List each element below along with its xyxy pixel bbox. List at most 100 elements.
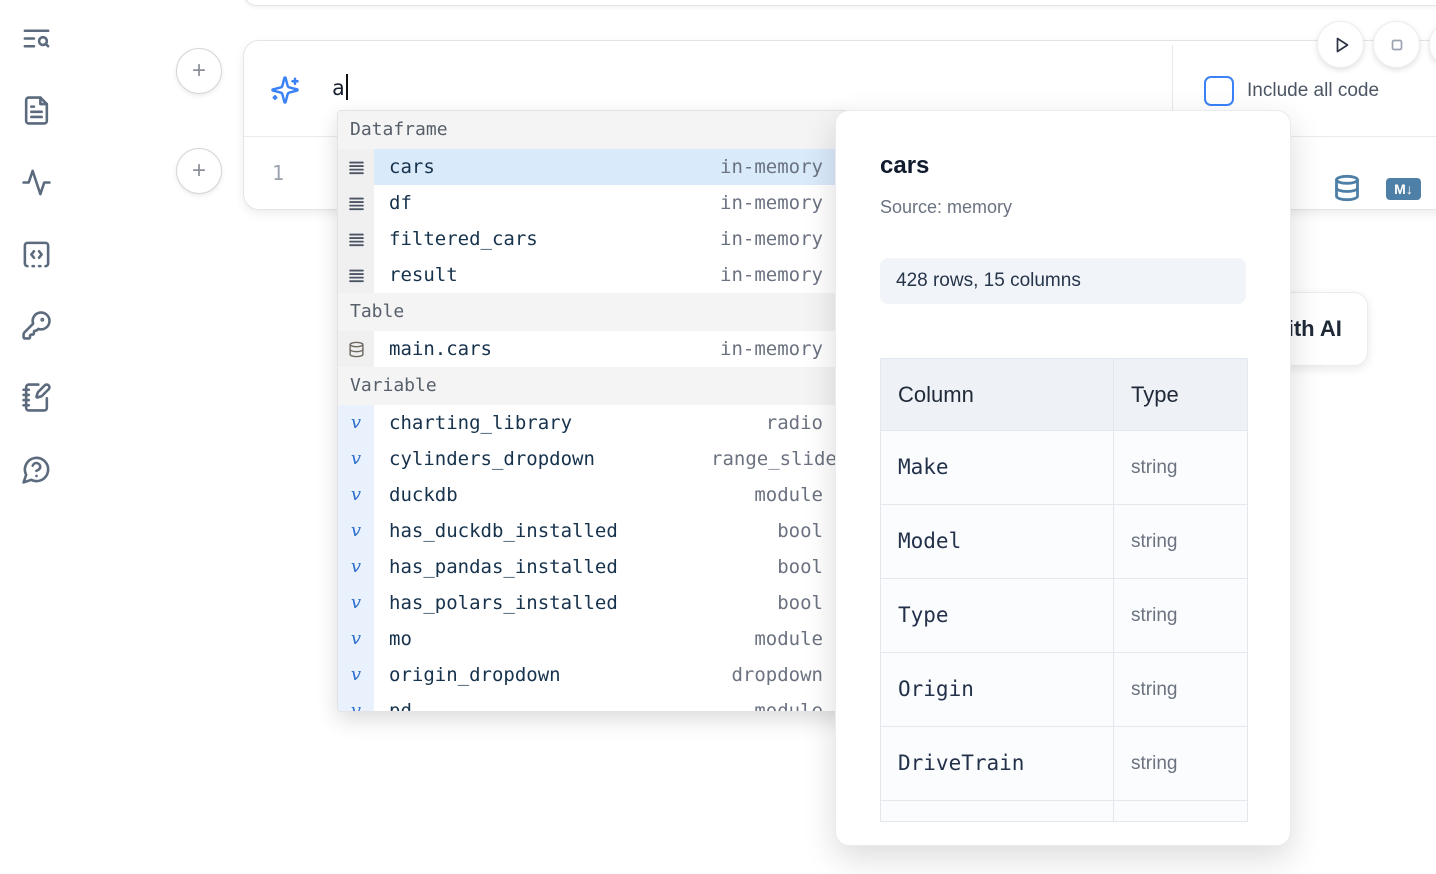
rows-icon	[348, 161, 364, 174]
autocomplete-item-main: has_duckdb_installed bool	[374, 513, 850, 549]
preview-title: cars	[880, 152, 930, 179]
variable-gutter-icon: v	[338, 441, 374, 477]
notebook-pen-icon[interactable]	[21, 382, 52, 413]
dataframe-gutter-icon	[338, 149, 374, 185]
schema-column-name: DriveTrain	[881, 727, 1114, 800]
dataframe-gutter-icon	[338, 185, 374, 221]
autocomplete-item-result[interactable]: result in-memory	[338, 257, 850, 293]
autocomplete-item-main: filtered_cars in-memory	[374, 221, 850, 257]
autocomplete-item-name: charting_library	[389, 412, 573, 434]
stop-cell-button[interactable]	[1373, 21, 1420, 68]
autocomplete-item-type: range_slider	[711, 448, 849, 470]
activity-icon[interactable]	[21, 167, 52, 198]
dataframe-preview-panel: cars Source: memory 428 rows, 15 columns…	[835, 110, 1291, 846]
variable-gutter-icon: v	[338, 585, 374, 621]
variable-gutter-icon: v	[338, 513, 374, 549]
file-text-icon[interactable]	[21, 95, 52, 126]
add-cell-below-button[interactable]: +	[176, 148, 222, 194]
autocomplete-item-type: module	[754, 700, 823, 712]
database-icon	[348, 341, 364, 357]
helper-sidebar	[0, 0, 72, 874]
autocomplete-item-type: module	[754, 628, 823, 650]
rows-icon	[348, 269, 364, 282]
autocomplete-item-name: has_pandas_installed	[389, 556, 618, 578]
autocomplete-item-type: in-memory	[720, 192, 823, 214]
previous-cell-edge	[243, 0, 1436, 6]
autocomplete-item-name: has_duckdb_installed	[389, 520, 618, 542]
autocomplete-item-main: main.cars in-memory	[374, 331, 850, 367]
autocomplete-item-type: in-memory	[720, 228, 823, 250]
autocomplete-item-type: in-memory	[720, 264, 823, 286]
autocomplete-item-name: cylinders_dropdown	[389, 448, 595, 470]
autocomplete-item-has_polars_installed[interactable]: v has_polars_installed bool	[338, 585, 850, 621]
autocomplete-item-filtered_cars[interactable]: filtered_cars in-memory	[338, 221, 850, 257]
autocomplete-item-name: main.cars	[389, 338, 492, 360]
text-search-icon[interactable]	[21, 23, 52, 54]
variable-icon: v	[350, 664, 362, 685]
rows-icon	[348, 197, 364, 210]
autocomplete-item-name: mo	[389, 628, 412, 650]
include-all-code-toggle[interactable]: Include all code	[1204, 76, 1379, 106]
autocomplete-item-main: pd module	[374, 693, 850, 712]
autocomplete-item-type: bool	[777, 592, 823, 614]
variable-gutter-icon: v	[338, 693, 374, 711]
variable-gutter-icon: v	[338, 657, 374, 693]
table-gutter-icon	[338, 331, 374, 367]
autocomplete-item-name: has_polars_installed	[389, 592, 618, 614]
variable-gutter-icon: v	[338, 549, 374, 585]
autocomplete-item-pd[interactable]: v pd module	[338, 693, 850, 712]
dataframe-gutter-icon	[338, 221, 374, 257]
help-chat-icon[interactable]	[21, 454, 52, 485]
key-icon[interactable]	[21, 310, 52, 341]
autocomplete-item-name: pd	[389, 700, 412, 712]
schema-column-type: string	[1131, 531, 1178, 552]
autocomplete-item-type: bool	[777, 520, 823, 542]
add-cell-above-button[interactable]: +	[176, 48, 222, 94]
autocomplete-item-has_duckdb_installed[interactable]: v has_duckdb_installed bool	[338, 513, 850, 549]
schema-column-type: string	[1131, 679, 1178, 700]
variable-icon: v	[350, 556, 362, 577]
play-icon	[1336, 37, 1348, 52]
markdown-icon[interactable]: M↓	[1386, 178, 1421, 200]
variable-icon: v	[350, 520, 362, 541]
schema-column-name: Make	[881, 431, 1114, 504]
stop-icon	[1391, 39, 1402, 50]
schema-column-name	[881, 801, 1114, 821]
autocomplete-item-main.cars[interactable]: main.cars in-memory	[338, 331, 850, 367]
autocomplete-item-type: in-memory	[720, 338, 823, 360]
code-snippets-icon[interactable]	[21, 239, 52, 270]
autocomplete-item-main: has_pandas_installed bool	[374, 549, 850, 585]
prompt-divider	[1172, 45, 1173, 136]
variable-gutter-icon: v	[338, 477, 374, 513]
schema-column-type: string	[1131, 605, 1178, 626]
database-icon[interactable]	[1333, 173, 1361, 203]
include-all-code-checkbox[interactable]	[1204, 76, 1234, 106]
schema-row	[881, 801, 1247, 821]
ai-prompt-input[interactable]: a	[332, 74, 348, 100]
run-cell-button[interactable]	[1317, 21, 1364, 68]
variable-icon: v	[350, 484, 362, 505]
autocomplete-item-has_pandas_installed[interactable]: v has_pandas_installed bool	[338, 549, 850, 585]
autocomplete-section-header: Variable	[338, 367, 850, 405]
rows-icon	[348, 233, 364, 246]
variable-icon: v	[350, 448, 362, 469]
autocomplete-item-name: result	[389, 264, 458, 286]
autocomplete-item-name: filtered_cars	[389, 228, 538, 250]
autocomplete-section-header: Table	[338, 293, 850, 331]
autocomplete-section-header: Dataframe	[338, 111, 850, 149]
autocomplete-item-cylinders_dropdown[interactable]: v cylinders_dropdown range_slider	[338, 441, 850, 477]
autocomplete-item-type: bool	[777, 556, 823, 578]
